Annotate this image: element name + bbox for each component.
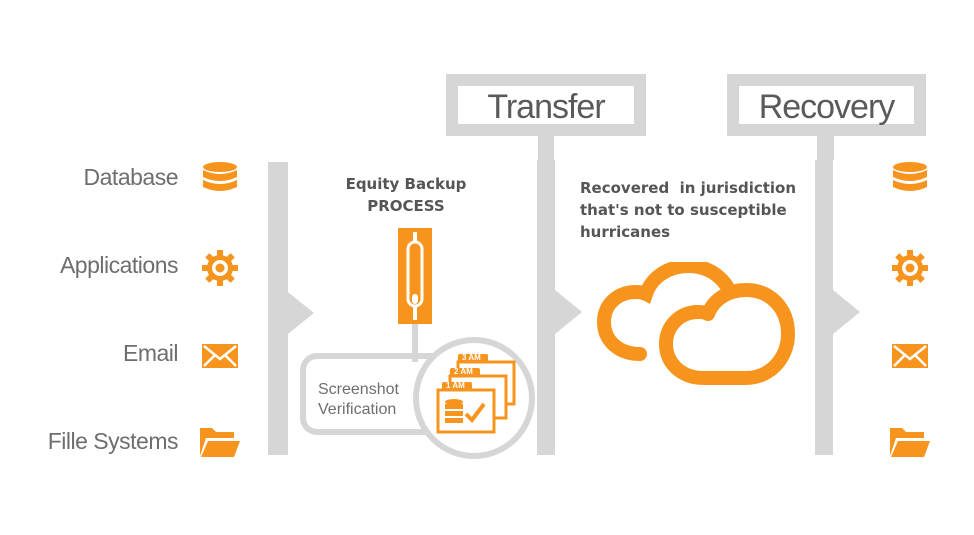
gear-icon-recovered bbox=[890, 248, 930, 288]
envelope-icon bbox=[200, 336, 240, 376]
snapshot-label-1am: 1 AM bbox=[446, 381, 465, 390]
recovery-note-line2: that's not to susceptible bbox=[580, 201, 787, 219]
snapshot-card-1am bbox=[436, 382, 496, 434]
transfer-header: Transfer bbox=[487, 88, 605, 126]
device-connector bbox=[412, 322, 418, 362]
recovery-header: Recovery bbox=[758, 88, 896, 126]
source-label-file-systems: Fille Systems bbox=[47, 428, 179, 454]
verification-line2: Verification bbox=[318, 401, 397, 418]
recovery-note-line3: hurricanes bbox=[580, 223, 671, 241]
snapshot-label-3am: 3 AM bbox=[462, 353, 481, 362]
recovery-bracket bbox=[727, 74, 926, 160]
cloud-icon bbox=[596, 262, 795, 385]
envelope-icon-recovered bbox=[890, 336, 930, 376]
gear-icon bbox=[200, 248, 240, 288]
backup-process-title: Equity Backup PROCESS bbox=[336, 173, 476, 217]
snapshot-stack bbox=[436, 354, 516, 434]
source-divider bbox=[268, 162, 314, 455]
snapshot-label-2am: 2 AM bbox=[454, 367, 473, 376]
backup-title-line1: Equity Backup bbox=[345, 175, 467, 193]
folder-icon-recovered bbox=[888, 424, 930, 464]
backup-title-line2: PROCESS bbox=[367, 197, 445, 215]
verification-line1: Screenshot bbox=[318, 381, 399, 398]
database-icon bbox=[200, 160, 240, 200]
source-label-email: Email bbox=[122, 340, 179, 366]
folder-icon bbox=[198, 424, 240, 464]
source-label-database: Database bbox=[83, 164, 179, 190]
database-icon-recovered bbox=[890, 160, 930, 200]
recovery-note-line1: Recovered in jurisdiction bbox=[580, 179, 797, 197]
transfer-bracket bbox=[446, 74, 646, 160]
backup-device-icon bbox=[398, 228, 432, 324]
recovery-note: Recovered in jurisdiction that's not to … bbox=[580, 177, 820, 243]
transfer-divider bbox=[537, 160, 582, 455]
recovery-divider bbox=[815, 160, 860, 455]
source-label-applications: Applications bbox=[59, 252, 179, 278]
verification-label: Screenshot Verification bbox=[318, 380, 399, 420]
